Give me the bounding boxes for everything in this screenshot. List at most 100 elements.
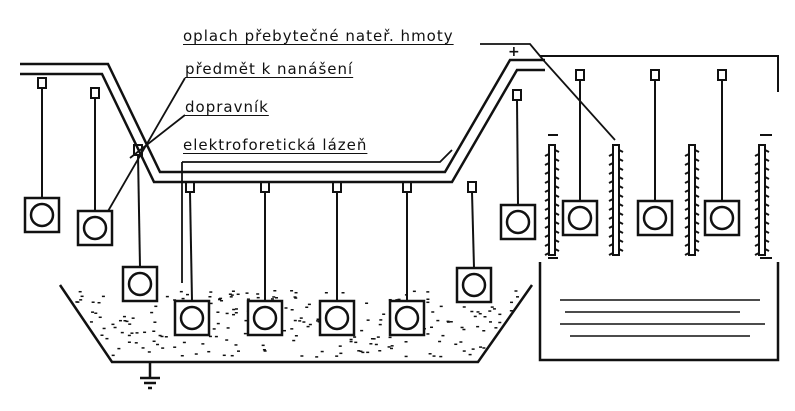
spray-pipes	[544, 144, 770, 256]
liquid-speck	[426, 291, 430, 293]
spray-nozzle	[608, 198, 614, 202]
spray-nozzle	[694, 185, 700, 189]
liquid-speck	[244, 319, 248, 322]
liquid-speck	[341, 292, 345, 294]
spray-nozzle	[684, 234, 690, 238]
spray-nozzle	[684, 225, 690, 229]
liquid-speck	[234, 312, 238, 314]
hanger-clip	[512, 89, 522, 101]
liquid-speck	[404, 341, 408, 343]
spray-nozzle	[694, 149, 700, 153]
liquid-speck	[488, 310, 492, 312]
liquid-speck	[374, 343, 378, 346]
spray-nozzle	[754, 180, 760, 184]
label-bath: elektroforetická lázeň	[183, 136, 368, 154]
spray-nozzle	[754, 153, 760, 157]
hangers	[37, 69, 727, 302]
liquid-speck	[431, 311, 435, 313]
liquid-speck	[222, 354, 226, 357]
liquid-speck	[225, 312, 229, 315]
spray-nozzle	[544, 252, 550, 256]
hanger-wire	[516, 99, 519, 206]
liquid-speck	[308, 323, 312, 326]
liquid-speck	[230, 354, 234, 357]
liquid-speck	[488, 321, 492, 323]
liquid-speck	[479, 346, 483, 348]
spray-nozzle	[618, 239, 624, 243]
liquid-speck	[161, 347, 165, 349]
liquid-speck	[482, 347, 486, 349]
liquid-speck	[127, 341, 131, 343]
hanger-clip	[575, 69, 585, 81]
liquid-speck	[376, 336, 380, 338]
spray-nozzle	[554, 221, 560, 225]
liquid-speck	[153, 321, 157, 323]
liquid-speck	[113, 326, 117, 329]
liquid-speck	[111, 354, 115, 357]
spray-nozzle	[554, 158, 560, 162]
liquid-speck	[122, 315, 126, 318]
liquid-speck	[79, 299, 83, 301]
liquid-speck	[102, 327, 106, 330]
spray-nozzle	[544, 189, 550, 193]
hanger-clip	[90, 87, 100, 99]
liquid-speck	[105, 337, 109, 340]
hanger-clip	[650, 69, 660, 81]
liquid-speck	[292, 339, 296, 342]
liquid-speck	[438, 340, 442, 343]
spray-nozzle	[554, 248, 560, 252]
liquid-speck	[441, 334, 445, 337]
liquid-speck	[494, 327, 498, 329]
liquid-speck	[388, 336, 392, 339]
spray-nozzle	[618, 248, 624, 252]
liquid-speck	[212, 328, 216, 330]
liquid-speck	[293, 296, 297, 298]
liquid-speck	[234, 344, 238, 346]
spray-nozzle	[764, 185, 770, 189]
liquid-speck	[498, 321, 502, 324]
liquid-speck	[404, 294, 408, 296]
liquid-speck	[98, 316, 102, 319]
liquid-speck	[320, 350, 324, 353]
liquid-speck	[209, 291, 213, 293]
spray-pipe	[548, 144, 556, 256]
liquid-speck	[76, 301, 80, 303]
spray-nozzle	[764, 212, 770, 216]
liquid-speck	[372, 338, 376, 340]
liquid-speck	[282, 329, 286, 332]
liquid-speck	[236, 350, 240, 352]
conveyor	[20, 55, 779, 184]
spray-nozzle	[554, 203, 560, 207]
spray-nozzle	[694, 248, 700, 252]
liquid-speck	[338, 345, 342, 347]
spray-nozzle	[754, 189, 760, 193]
liquid-speck	[354, 341, 358, 344]
spray-nozzle	[544, 225, 550, 229]
liquid-speck	[300, 355, 304, 357]
liquid-speck	[127, 334, 131, 337]
liquid-speck	[290, 309, 294, 311]
liquid-speck	[498, 313, 502, 316]
liquid-speck	[158, 334, 162, 337]
spray-nozzle	[684, 252, 690, 256]
liquid-speck	[180, 354, 184, 357]
liquid-speck	[118, 319, 122, 322]
spray-nozzle	[764, 149, 770, 153]
liquid-speck	[156, 343, 160, 346]
liquid-speck	[357, 350, 361, 352]
liquid-speck	[141, 347, 145, 349]
liquid-speck	[470, 310, 474, 313]
liquid-speck	[446, 321, 450, 323]
liquid-speck	[449, 321, 453, 323]
spray-nozzle	[694, 158, 700, 162]
spray-nozzle	[608, 207, 614, 211]
hanger-clip	[185, 181, 195, 193]
liquid-speck	[473, 315, 477, 318]
liquid-speck	[366, 319, 370, 321]
spray-nozzle	[608, 171, 614, 175]
spray-nozzle	[618, 203, 624, 207]
spray-nozzle	[544, 207, 550, 211]
liquid-speck	[378, 323, 382, 326]
liquid-speck	[359, 350, 363, 353]
